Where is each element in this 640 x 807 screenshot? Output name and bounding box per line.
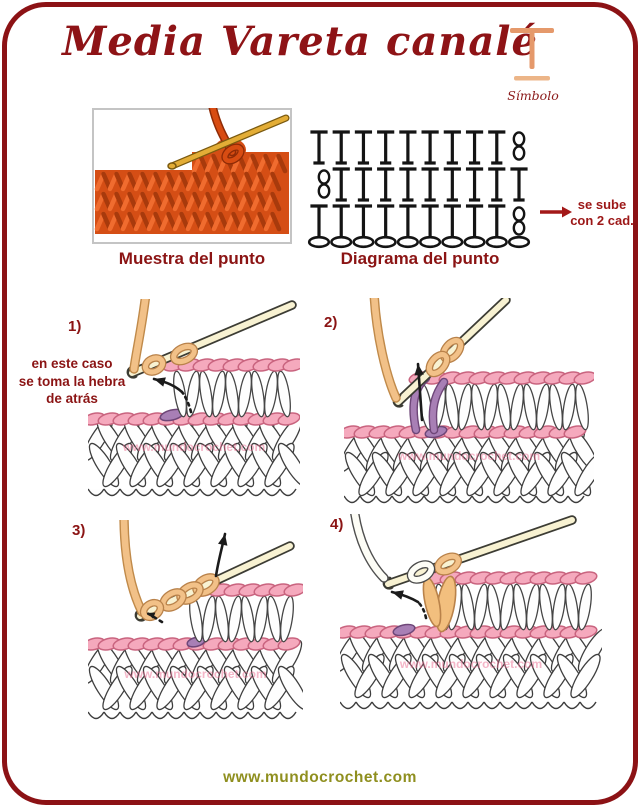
turning-chains — [512, 131, 526, 161]
step-illustration-art: www.mundocrochet.com — [340, 514, 602, 710]
diagram-caption: Diagrama del punto — [340, 249, 500, 268]
step-2-label: 2) — [324, 314, 338, 331]
note-line-2: con 2 cad. — [570, 213, 634, 228]
step-2-illustration: www.mundocrochet.com — [344, 298, 594, 504]
caption-line: de atrás — [46, 391, 98, 406]
diagram-row — [310, 130, 526, 165]
foundation-chain-row — [307, 235, 531, 249]
caption-line: en este caso — [31, 356, 113, 371]
turning-chains — [317, 169, 331, 199]
step-illustration-art: www.mundocrochet.com — [88, 520, 303, 720]
watermark: www.mundocrochet.com — [397, 449, 540, 463]
watermark: www.mundocrochet.com — [399, 657, 542, 671]
note-line-1: se sube — [577, 197, 627, 212]
step-1-caption: en este caso se toma la hebra de atrás — [4, 355, 140, 408]
step-1-illustration: www.mundocrochet.com — [88, 299, 300, 497]
step-4-label: 4) — [330, 516, 344, 533]
website-url: www.mundocrochet.com — [223, 769, 417, 786]
step-illustration-art: www.mundocrochet.com — [344, 298, 594, 504]
caption-line: se toma la hebra — [18, 373, 126, 389]
diagram-row — [317, 167, 528, 202]
note-arrow-icon — [540, 206, 572, 218]
stitch-symbol-icon — [510, 28, 554, 81]
step-4-illustration: www.mundocrochet.com — [340, 514, 602, 710]
page-title: Media Vareta canalé — [62, 18, 538, 65]
step-1-label: 1) — [68, 318, 82, 335]
direction-arrow-icon — [416, 600, 428, 620]
step-illustration-art: www.mundocrochet.com — [88, 299, 300, 497]
step-3-label: 3) — [72, 522, 86, 539]
watermark: www.mundocrochet.com — [122, 440, 265, 454]
watermark: www.mundocrochet.com — [123, 667, 266, 681]
stitch-diagram — [307, 130, 531, 249]
diagram-row — [310, 204, 526, 236]
stitch-sample-photo — [92, 108, 292, 244]
turning-chains — [512, 206, 526, 236]
photo-caption: Muestra del punto — [118, 249, 266, 268]
diagram-note: se sube con 2 cad. — [568, 197, 636, 229]
direction-arrow-icon — [180, 390, 193, 414]
symbol-caption: Símbolo — [507, 88, 559, 103]
step-3-illustration: www.mundocrochet.com — [88, 520, 303, 720]
